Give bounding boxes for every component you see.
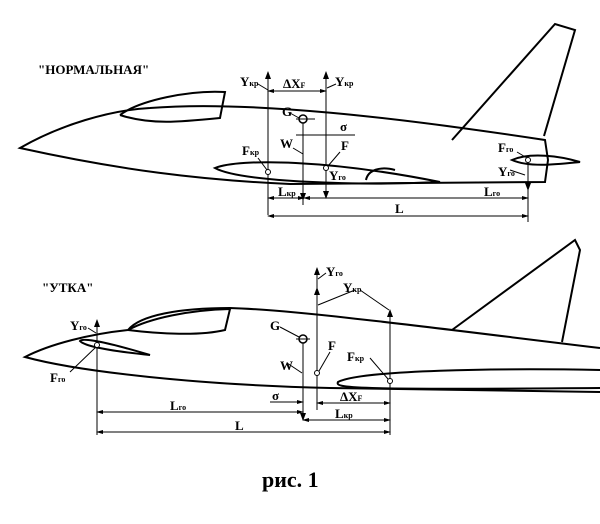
label-lgo: Lго bbox=[170, 398, 186, 413]
label-sigma: σ bbox=[340, 119, 347, 134]
label-ygo-2: Yго bbox=[326, 264, 343, 279]
fkr-point bbox=[387, 378, 393, 384]
label-lkr: Lкр bbox=[278, 184, 296, 199]
label-w: W bbox=[280, 358, 293, 373]
figure-caption: рис. 1 bbox=[262, 467, 319, 492]
label-f: F bbox=[328, 338, 336, 353]
title-canard: "УТКА" bbox=[42, 280, 93, 295]
label-fgo: Fго bbox=[498, 140, 513, 155]
title-normal: "НОРМАЛЬНАЯ" bbox=[38, 62, 149, 77]
label-f: F bbox=[341, 138, 349, 153]
label-w: W bbox=[280, 136, 293, 151]
flap bbox=[365, 167, 396, 181]
label-ygo-2: Yго bbox=[498, 164, 515, 179]
stabilizer bbox=[509, 154, 581, 166]
fkr-point bbox=[265, 169, 271, 175]
label-fkr: Fкр bbox=[347, 349, 365, 364]
wing-airfoil bbox=[212, 161, 441, 185]
label-g: G bbox=[282, 104, 292, 119]
label-l: L bbox=[395, 201, 404, 216]
canopy bbox=[127, 307, 232, 335]
label-lkr: Lкр bbox=[335, 406, 353, 421]
label-dxf: ΔXF bbox=[283, 76, 306, 91]
label-ykr: Yкр bbox=[343, 280, 362, 295]
fuselage-outline bbox=[17, 105, 550, 186]
tail-fin bbox=[451, 238, 582, 343]
label-sigma: σ bbox=[272, 388, 279, 403]
canard-configuration: "УТКА" Yго Yго Yкр G F W bbox=[22, 238, 600, 435]
normal-configuration: "НОРМАЛЬНАЯ" Yкр Yкр ΔXF bbox=[17, 22, 581, 222]
label-ygo: Yго bbox=[329, 168, 346, 183]
label-dxf: ΔXF bbox=[340, 389, 363, 404]
label-l: L bbox=[235, 418, 244, 433]
fgo-point bbox=[94, 342, 100, 348]
label-fkr: Fкр bbox=[242, 143, 260, 158]
f-point bbox=[314, 370, 320, 376]
wing-airfoil bbox=[336, 368, 600, 390]
canard-surface bbox=[78, 338, 151, 356]
label-g: G bbox=[270, 318, 280, 333]
label-fgo: Fго bbox=[50, 370, 65, 385]
label-ykr: Yкр bbox=[240, 74, 259, 89]
tail-fin bbox=[451, 22, 577, 141]
fgo-point bbox=[525, 157, 531, 163]
f-point bbox=[323, 165, 329, 171]
label-ygo: Yго bbox=[70, 318, 87, 333]
label-ykr-2: Yкр bbox=[335, 74, 354, 89]
label-lgo: Lго bbox=[484, 184, 500, 199]
canopy bbox=[119, 90, 227, 123]
